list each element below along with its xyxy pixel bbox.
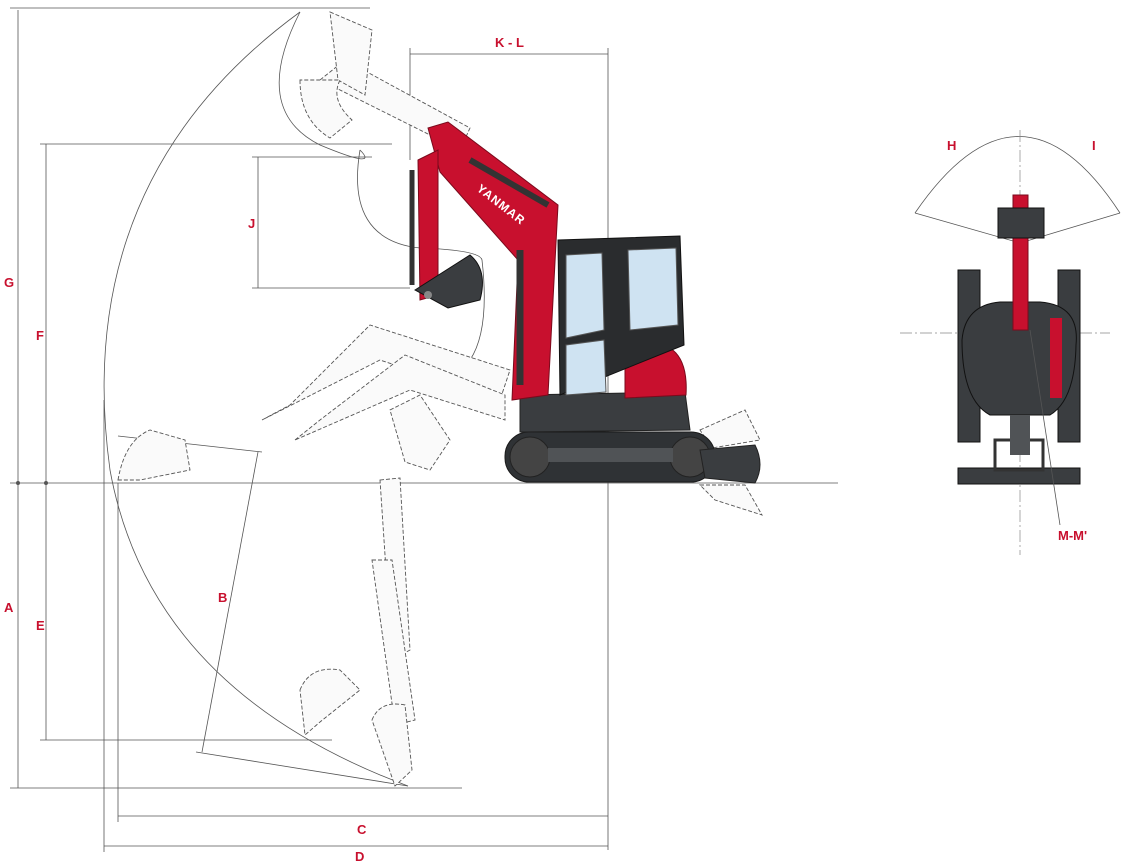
ghost-blade-down [698,484,763,516]
reach-arc-inner [357,149,485,361]
stick-cylinder [468,157,550,208]
ghost-bucket-down-2 [371,703,413,787]
dim-line-b [201,451,259,753]
label-g: G [4,275,14,290]
cab-window-side [627,247,679,331]
front-upper-body [961,301,1077,416]
ghost-bucket-far [117,429,191,481]
label-f: F [36,328,44,343]
front-dozer-blade [957,467,1081,485]
reach-envelope-arc [103,11,409,787]
f-e-marker [44,481,48,485]
label-d: D [355,849,364,863]
cab-window-lower [565,339,607,396]
dimension-lines [10,7,838,852]
ghost-bucket-down-1 [299,668,361,736]
label-k-l: K - L [495,35,524,50]
label-e: E [36,618,45,633]
label-i: I [1092,138,1096,153]
track-frame [548,448,673,462]
ghost-arm-mid-1 [261,324,511,421]
ghost-arm-mid-2 [294,354,506,441]
ghost-bucket-mid [389,394,451,471]
cab-window-front [565,252,605,339]
dim-line-b-bottom [195,751,409,787]
label-m-m: M-M' [1058,528,1087,543]
mm-leader-line [1029,329,1061,526]
excavator-side-view: YANMAR [409,121,761,484]
front-bucket [997,207,1045,239]
track-idler [509,436,551,478]
ghost-stick-down-2 [371,559,416,726]
dozer-blade [699,444,761,484]
label-h: H [947,138,956,153]
upper-structure [519,391,691,433]
bucket-pin [424,291,432,299]
label-b: B [218,590,227,605]
ghost-stick-top [329,11,373,96]
excavator-front-view [900,130,1121,555]
dimension-labels: G F A E B J K - L C D H I M-M' [4,35,1096,863]
reach-arc-top [278,11,366,160]
swing-arc [914,136,1121,214]
label-c: C [357,822,367,837]
label-j: J [248,216,255,231]
front-engine-cover [1050,318,1062,398]
ghost-bucket-top [299,79,353,139]
front-swing-post [1010,415,1030,455]
label-a: A [4,600,14,615]
